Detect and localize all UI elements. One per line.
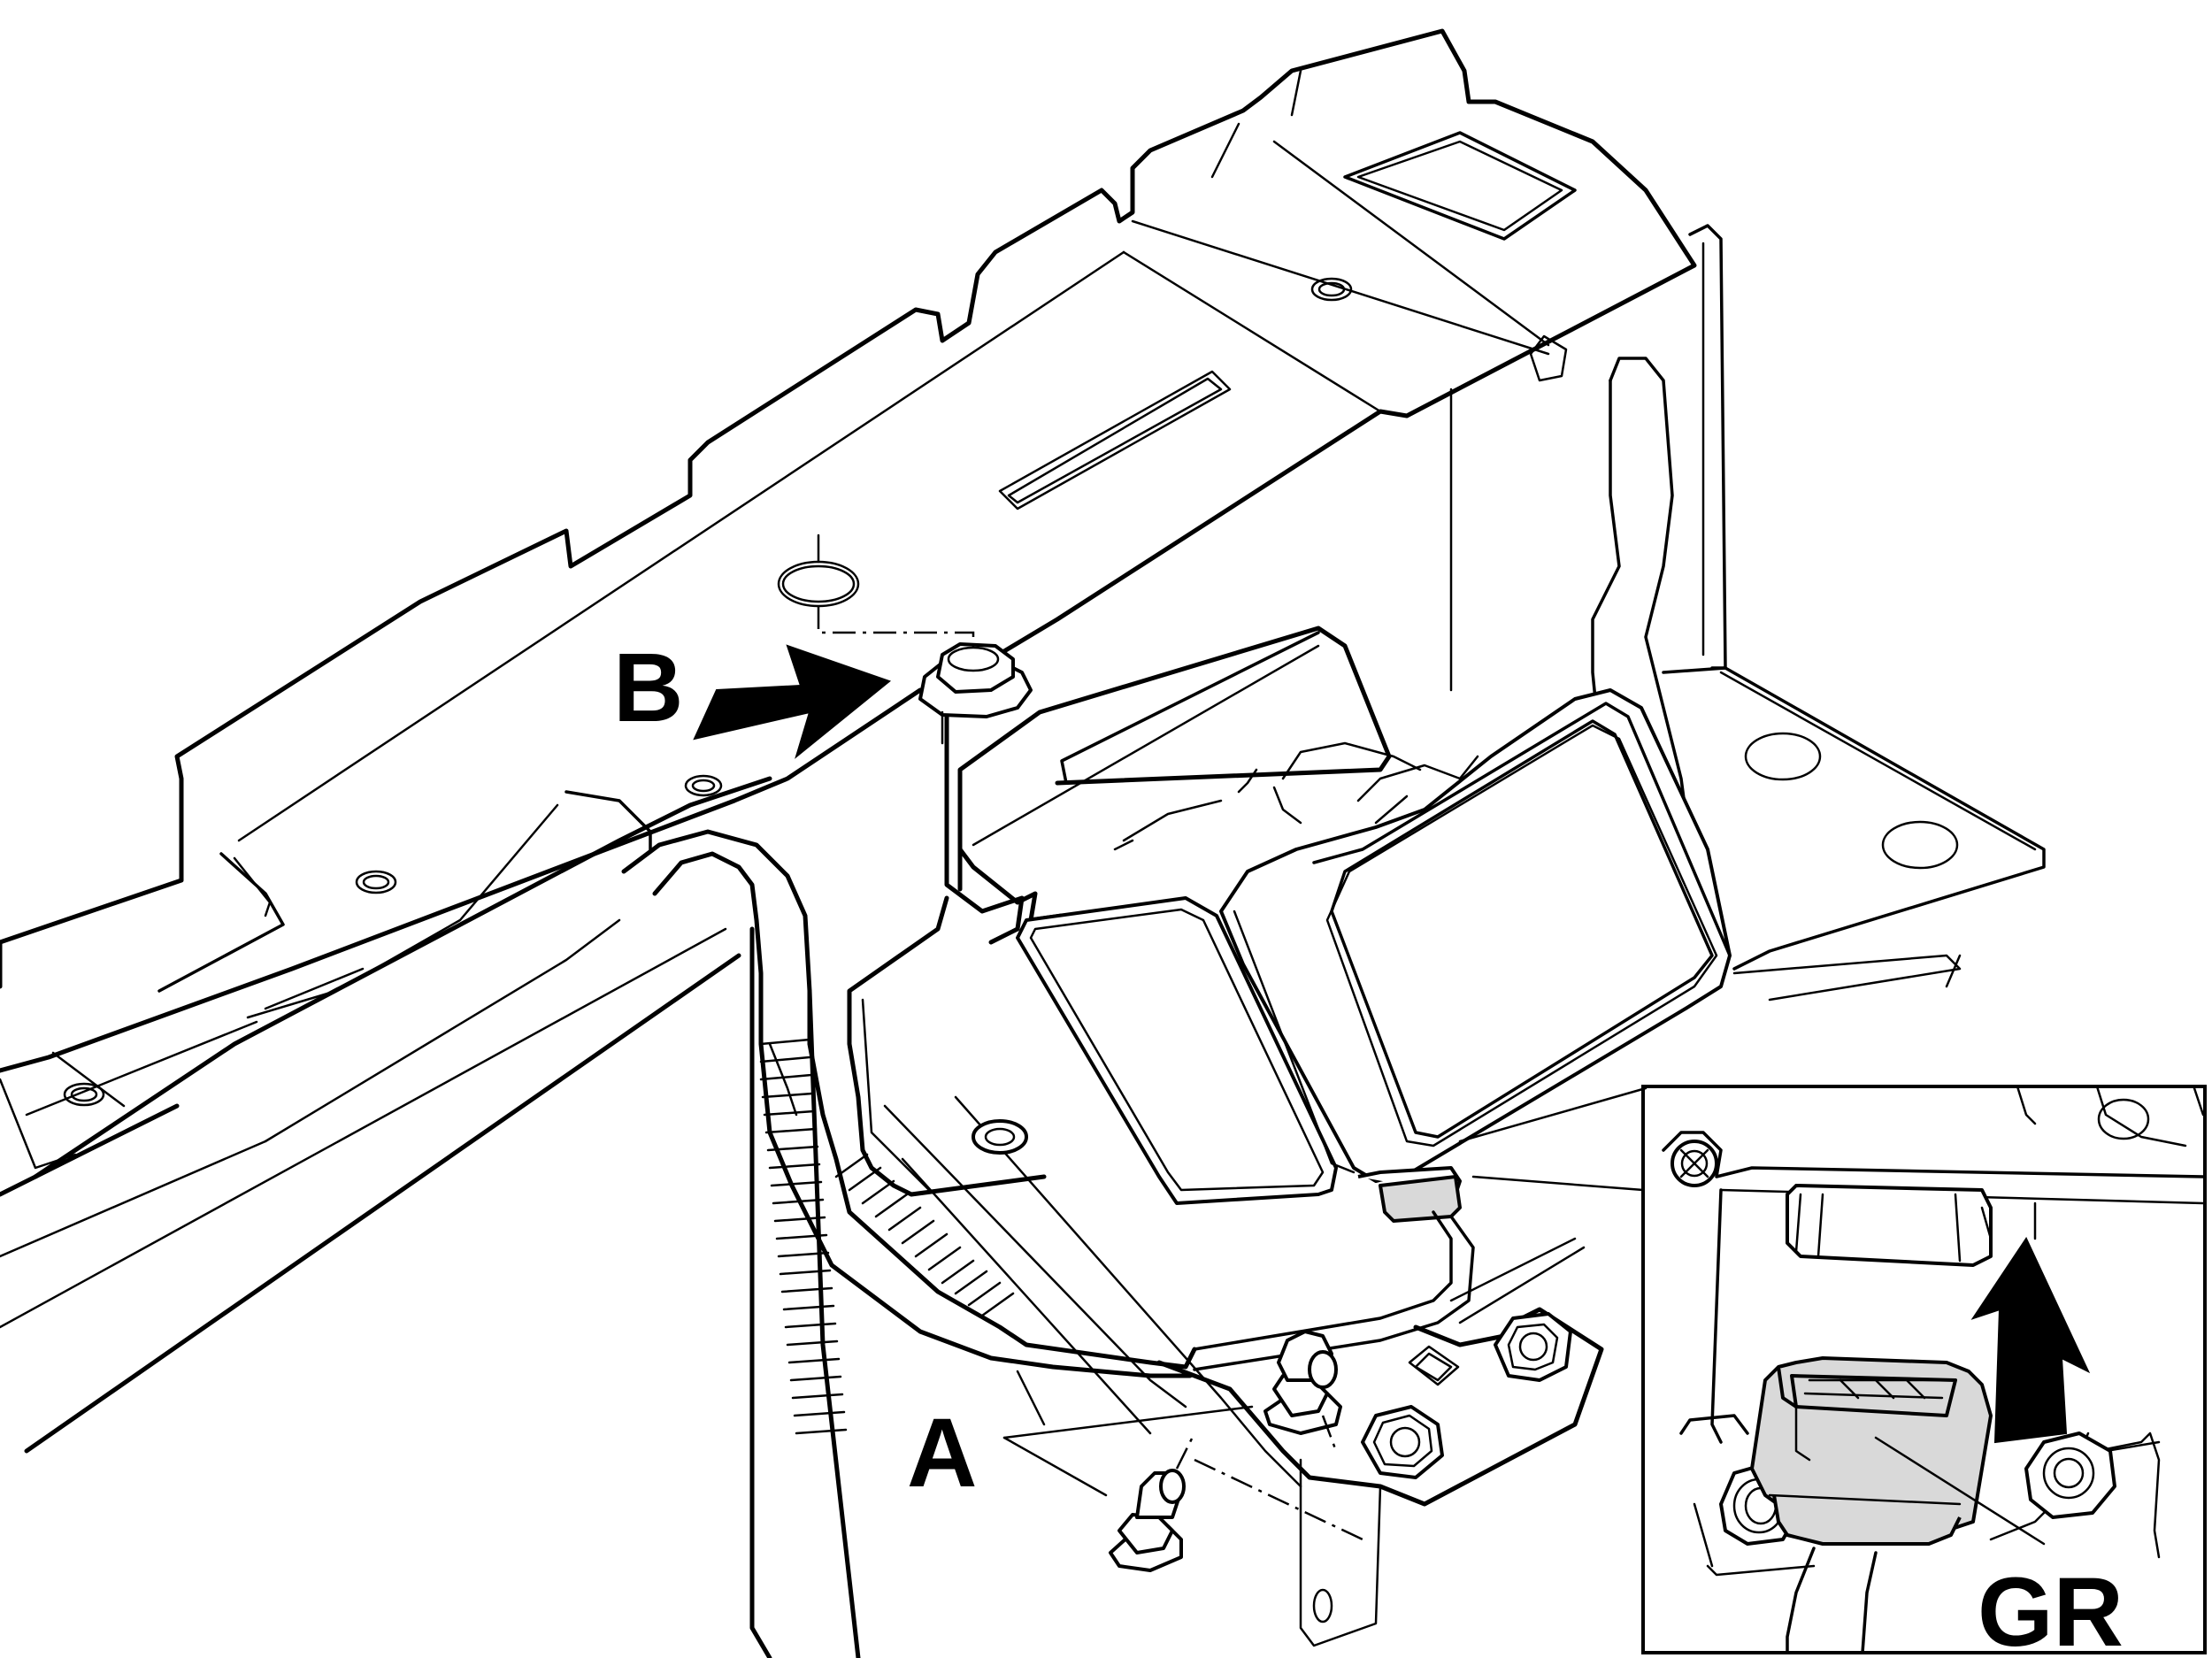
bolt-b: [817, 606, 1033, 745]
label-a: A: [907, 1399, 977, 1508]
inset-nut-right: [2024, 1432, 2116, 1519]
bolt-a-upper: [1263, 1330, 1342, 1452]
hex-bolt: [1361, 1405, 1444, 1479]
connector-gr: [1750, 1356, 1993, 1546]
wiring-harness: [621, 829, 1475, 1658]
arrow-up-icon: [1970, 1236, 2091, 1444]
lower-bracket: [847, 895, 1604, 1647]
hex-bolt: [1494, 1312, 1572, 1382]
callout-b: B: [613, 633, 892, 759]
bolt-a-lower: [1109, 1432, 1363, 1572]
inset-detail: [1458, 1085, 2207, 1654]
label-b: B: [613, 633, 683, 742]
mounting-plate: [1449, 224, 2046, 1002]
label-gr: GR: [1978, 1558, 2124, 1658]
callout-a: A: [907, 1399, 1254, 1508]
sensor-module: [957, 626, 1732, 1223]
hex-bolt-holes: [972, 1119, 1028, 1155]
crossmember-bracket: [0, 28, 1697, 1454]
arrow-right-icon: [693, 644, 892, 759]
